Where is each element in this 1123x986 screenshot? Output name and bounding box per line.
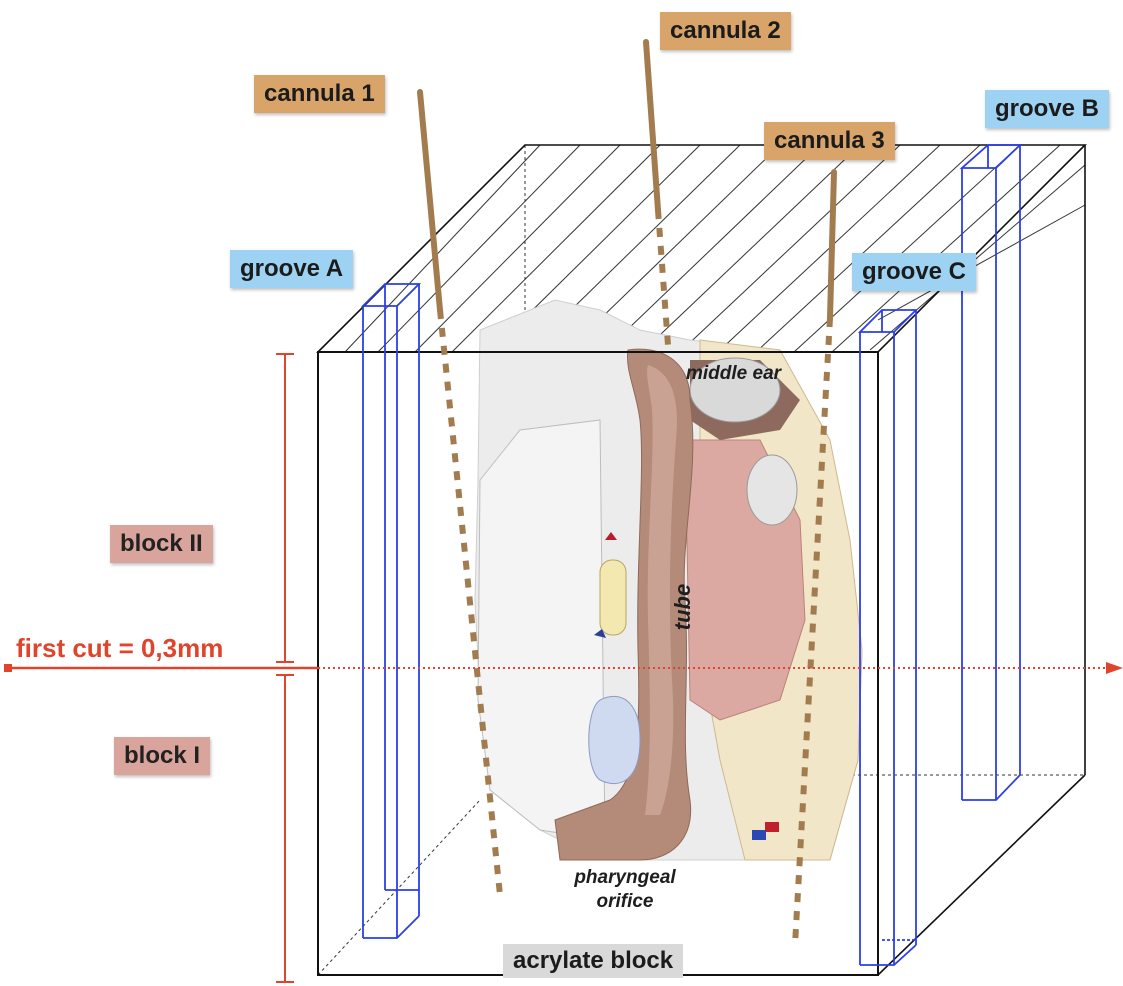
pharyngeal-text: pharyngeal — [570, 866, 680, 890]
groove-b-channel — [962, 145, 1020, 800]
block-2-label: block II — [110, 525, 213, 563]
cannula-3-label: cannula 3 — [764, 122, 895, 160]
block-1-label: block I — [114, 737, 210, 775]
groove-b-label: groove B — [985, 90, 1109, 128]
cannula-2 — [646, 42, 668, 345]
first-cut-label: first cut = 0,3mm — [16, 633, 223, 664]
groove-c-channel — [860, 310, 916, 965]
cannula-2-label: cannula 2 — [660, 12, 791, 50]
top-face-hatching — [345, 145, 1085, 352]
middle-ear-label: middle ear — [686, 362, 781, 386]
acrylate-block-label: acrylate block — [503, 944, 683, 978]
groove-a-label: groove A — [230, 250, 353, 288]
pharyngeal-orifice-label: pharyngeal orifice — [570, 866, 680, 914]
groove-a-channel — [363, 284, 419, 938]
cannula-1-label: cannula 1 — [254, 75, 385, 113]
orifice-text: orifice — [570, 890, 680, 914]
groove-c-label: groove C — [852, 253, 976, 291]
tube-label: tube — [671, 584, 695, 630]
